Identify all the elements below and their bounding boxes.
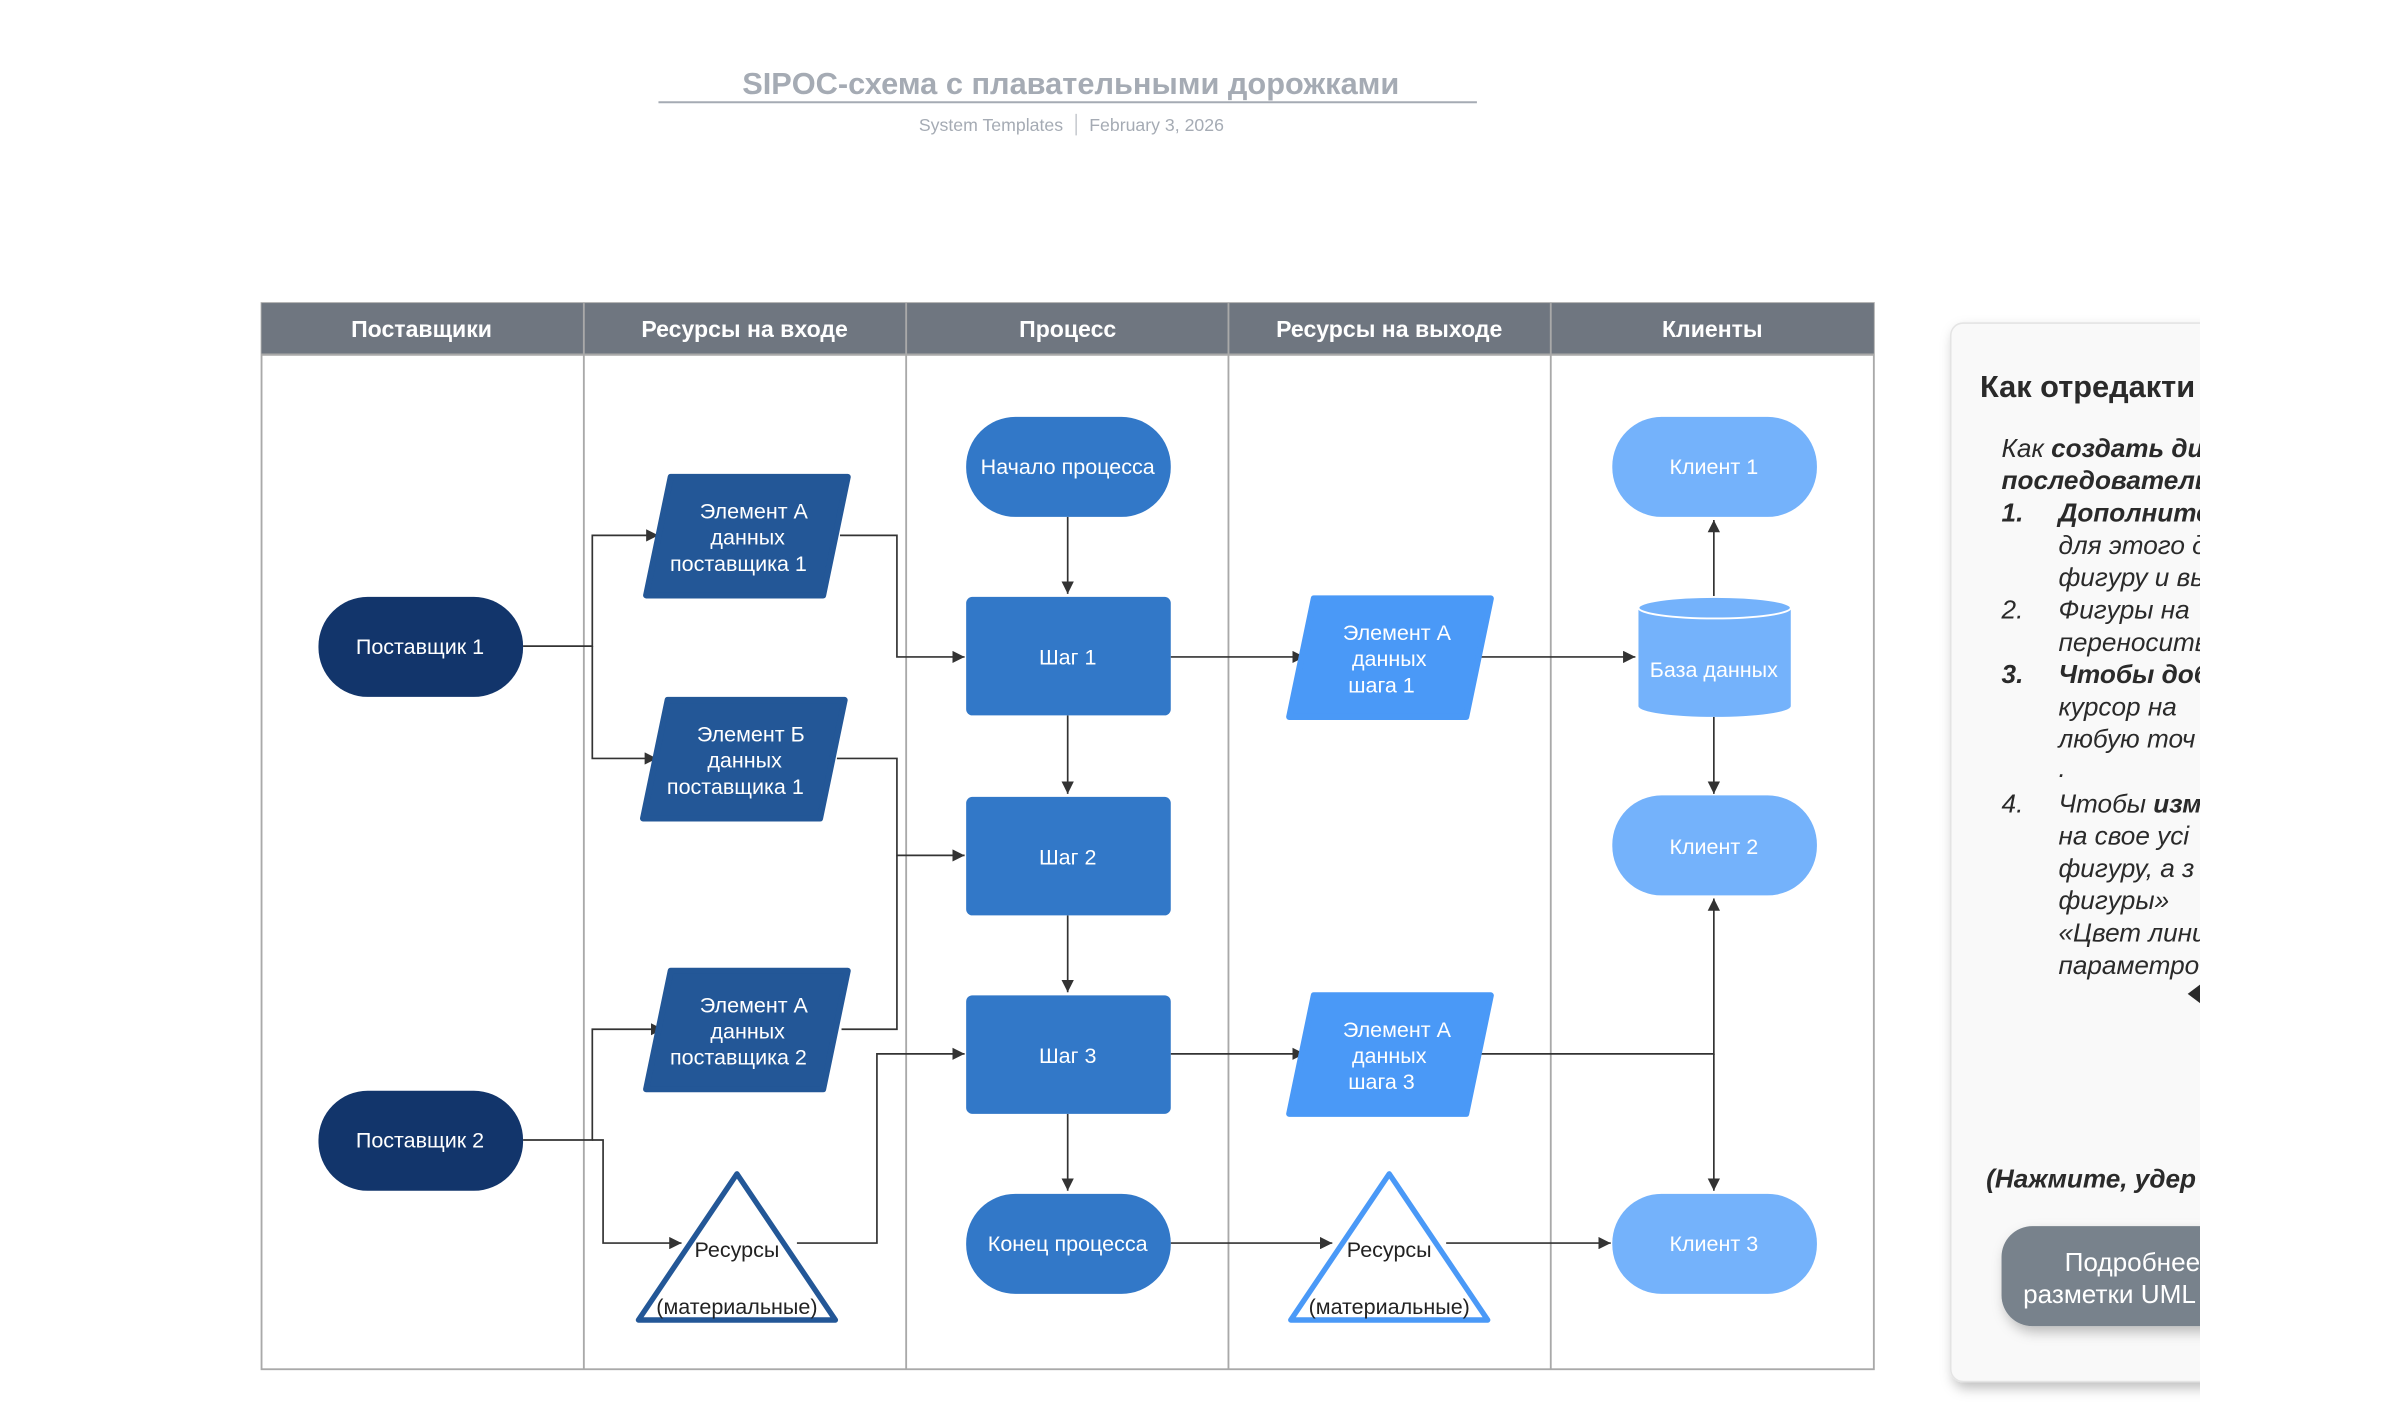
panel-item-3: 3. Чтобы доб курсор на любую точ . bbox=[2002, 659, 2210, 783]
svg-text:4.: 4. bbox=[2002, 788, 2024, 818]
svg-text:Шаг 3: Шаг 3 bbox=[1039, 1044, 1097, 1068]
svg-text:Фигуры на: Фигуры на bbox=[2058, 594, 2189, 624]
panel-hint: (Нажмите, удер bbox=[1986, 1164, 2196, 1194]
panel-intro: Как создать ди bbox=[2002, 433, 2204, 463]
panel-title: Как отредакти bbox=[1980, 369, 2195, 404]
svg-text:.: . bbox=[2058, 753, 2065, 783]
svg-text:на свое усі: на свое усі bbox=[2058, 821, 2190, 851]
svg-text:любую точ: любую точ bbox=[2056, 724, 2195, 754]
lane-header-suppliers[interactable]: Поставщики bbox=[351, 316, 492, 342]
process-end[interactable]: Конец процесса bbox=[966, 1193, 1171, 1294]
connector-resources-step3[interactable] bbox=[796, 1047, 965, 1244]
svg-text:Клиент 2: Клиент 2 bbox=[1669, 835, 1758, 859]
svg-text:Чтобы изм: Чтобы изм bbox=[2058, 788, 2201, 818]
client-3[interactable]: Клиент 3 bbox=[1612, 1193, 1817, 1294]
svg-text:для этого д: для этого д bbox=[2058, 530, 2206, 560]
svg-text:Ресурсы(материальные): Ресурсы(материальные) bbox=[656, 1238, 817, 1319]
svg-text:Чтобы доб: Чтобы доб bbox=[2058, 659, 2210, 689]
supplier-2[interactable]: Поставщик 2 bbox=[318, 1090, 524, 1191]
connector-supplier1-input-b1[interactable] bbox=[591, 646, 657, 765]
supplier-1[interactable]: Поставщик 1 bbox=[318, 596, 524, 697]
lane-header-process[interactable]: Процесс bbox=[1019, 316, 1116, 342]
document-date: February 3, 2026 bbox=[1089, 115, 1224, 135]
svg-text:Шаг 2: Шаг 2 bbox=[1039, 846, 1096, 870]
svg-text:последователь: последователь bbox=[2002, 465, 2211, 495]
database[interactable]: База данных bbox=[1637, 596, 1792, 717]
svg-text:фигуру, а з: фигуру, а з bbox=[2058, 853, 2194, 883]
lane-header-inputs[interactable]: Ресурсы на входе bbox=[641, 316, 848, 342]
panel-item-2: 2. Фигуры на переносить bbox=[2001, 594, 2208, 657]
svg-text:Дополните: Дополните bbox=[2056, 498, 2210, 528]
arrow-icon bbox=[2187, 984, 2200, 1004]
svg-text:переносить: переносить bbox=[2058, 627, 2208, 657]
process-step-3[interactable]: Шаг 3 bbox=[966, 995, 1171, 1114]
svg-text:фигуры»: фигуры» bbox=[2058, 885, 2169, 915]
client-1[interactable]: Клиент 1 bbox=[1612, 416, 1817, 517]
process-step-2[interactable]: Шаг 2 bbox=[966, 796, 1171, 916]
supplier-1-label: Поставщик 1 bbox=[356, 635, 484, 659]
instructions-panel: Как отредакти Как создать ди последовате… bbox=[1950, 322, 2279, 1383]
connector-input-a2-step2[interactable] bbox=[841, 855, 898, 1031]
svg-text:Начало процесса: Начало процесса bbox=[981, 455, 1155, 479]
client-2[interactable]: Клиент 2 bbox=[1612, 795, 1817, 896]
lane-dividers bbox=[582, 303, 1552, 1370]
connector-supplier2-resources[interactable] bbox=[592, 1139, 682, 1250]
svg-text:Конец процесса: Конец процесса bbox=[988, 1232, 1148, 1256]
panel-item-4: 4. Чтобы изм на свое усі фигуру, а з фиг… bbox=[2002, 788, 2207, 980]
svg-text:Подробнее: Подробнее bbox=[2065, 1247, 2201, 1277]
connector-input-b1-step2[interactable] bbox=[836, 757, 965, 862]
lane-header-bar bbox=[261, 303, 1874, 354]
svg-text:Шаг 1: Шаг 1 bbox=[1039, 646, 1096, 670]
svg-text:параметро: параметро bbox=[2058, 950, 2199, 980]
document-header: SIPOC-схема с плавательными дорожками Sy… bbox=[658, 66, 1477, 136]
connector-supplier2-input-a2[interactable] bbox=[523, 1023, 664, 1141]
svg-text:1.: 1. bbox=[2002, 498, 2024, 528]
svg-text:3.: 3. bbox=[2002, 659, 2024, 689]
document-source: System Templates bbox=[919, 115, 1063, 135]
svg-text:«Цвет лини: «Цвет лини bbox=[2058, 918, 2207, 948]
learn-more-button[interactable]: Подробнее разметки UML bbox=[2001, 1226, 2279, 1327]
connectors bbox=[523, 516, 1721, 1250]
supplier-2-label: Поставщик 2 bbox=[356, 1129, 484, 1153]
process-start[interactable]: Начало процесса bbox=[966, 416, 1171, 517]
panel-item-1: 1. Дополните для этого д фигуру и вы bbox=[2002, 498, 2210, 593]
connector-input-a1-step1[interactable] bbox=[840, 534, 965, 664]
input-resources-triangle[interactable]: Ресурсы(материальные) bbox=[635, 1171, 839, 1323]
svg-text:Клиент 3: Клиент 3 bbox=[1669, 1232, 1758, 1256]
svg-text:курсор на: курсор на bbox=[2058, 691, 2176, 721]
svg-text:2.: 2. bbox=[2001, 594, 2024, 624]
lane-header-outputs[interactable]: Ресурсы на выходе bbox=[1276, 316, 1502, 342]
svg-text:Ресурсы(материальные): Ресурсы(материальные) bbox=[1309, 1238, 1470, 1319]
output-resources-triangle[interactable]: Ресурсы(материальные) bbox=[1288, 1171, 1491, 1323]
svg-text:разметки UML: разметки UML bbox=[2023, 1279, 2196, 1309]
svg-text:База данных: База данных bbox=[1650, 658, 1778, 682]
svg-text:фигуру и вы: фигуру и вы bbox=[2058, 562, 2209, 592]
connector-supplier1-input-a1[interactable] bbox=[523, 529, 659, 647]
lane-header-clients[interactable]: Клиенты bbox=[1662, 316, 1763, 342]
document-title[interactable]: SIPOC-схема с плавательными дорожками bbox=[742, 66, 1399, 101]
process-step-1[interactable]: Шаг 1 bbox=[966, 596, 1171, 716]
svg-text:Клиент 1: Клиент 1 bbox=[1669, 455, 1758, 479]
